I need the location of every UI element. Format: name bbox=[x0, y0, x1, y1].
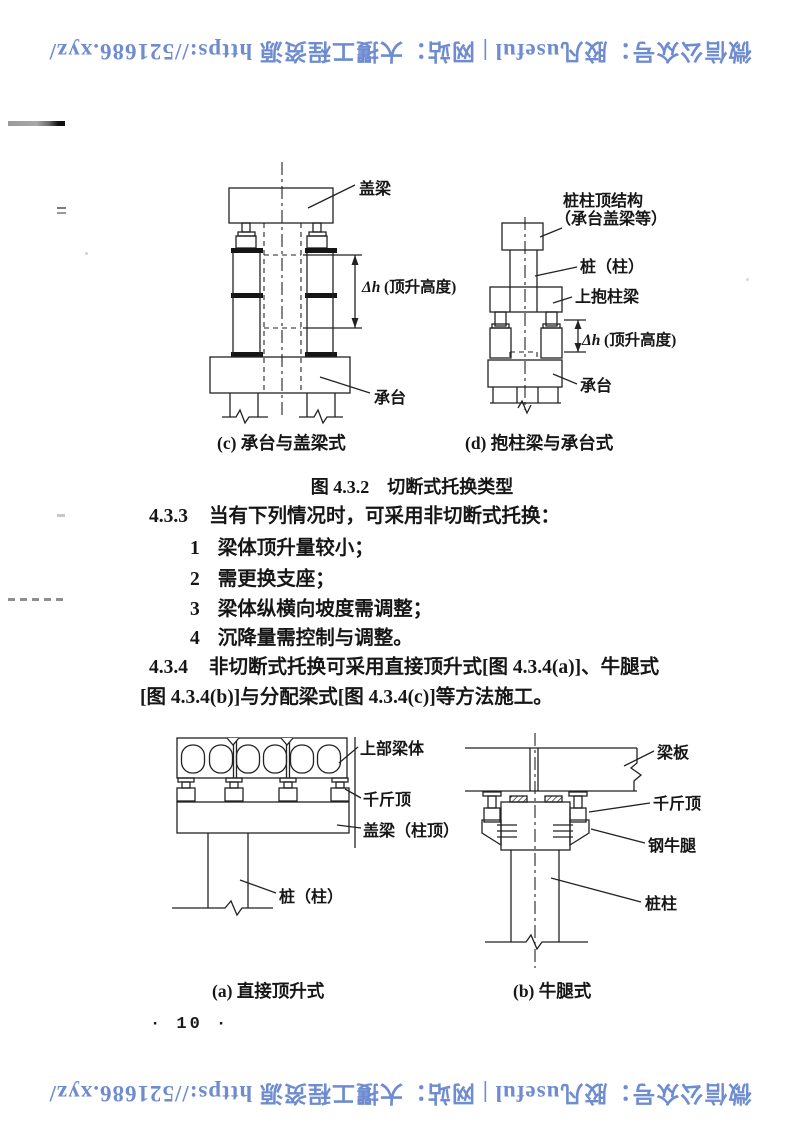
item-number: 4 bbox=[190, 628, 200, 649]
list-item: 1 梁体顶升量较小； bbox=[190, 537, 374, 561]
section-number: 4.3.4 bbox=[149, 657, 188, 678]
cap-beam-rect bbox=[228, 187, 334, 224]
upper-clamp-beam-rect bbox=[489, 286, 563, 313]
leader-line bbox=[552, 296, 573, 304]
section-text: 当有下列情况时，可采用非切断式托换： bbox=[209, 506, 561, 527]
leader-line bbox=[550, 877, 642, 903]
scan-artifact-dashes bbox=[57, 207, 66, 214]
leader-line bbox=[319, 376, 371, 394]
label-steel-corbel: 钢牛腿 bbox=[648, 836, 696, 855]
item-text: 梁体纵横向坡度需调整； bbox=[217, 599, 433, 620]
pile-top-structure-rect bbox=[501, 222, 544, 251]
diagram-c-caption: (c) 承台与盖梁式 bbox=[217, 433, 346, 453]
leader-line bbox=[336, 824, 362, 829]
leader-line bbox=[590, 828, 646, 844]
label-jack: 千斤顶 bbox=[653, 795, 701, 813]
leader-line bbox=[344, 788, 362, 799]
diagram-c-structure bbox=[209, 162, 371, 425]
item-text: 梁体顶升量较小； bbox=[217, 538, 374, 559]
section-number: 4.3.3 bbox=[149, 506, 188, 527]
page-number: · 10 · bbox=[150, 1015, 230, 1034]
item-number: 3 bbox=[190, 599, 200, 620]
label-pile: 桩（柱） bbox=[279, 887, 343, 906]
section-4-3-4-continuation: [图 4.3.4(b)]与分配梁式[图 4.3.4(c)]等方法施工。 bbox=[140, 687, 553, 708]
leader-line bbox=[588, 802, 651, 813]
pile-cap-rect bbox=[209, 356, 351, 394]
label-upper-beam: 上部梁体 bbox=[360, 739, 425, 758]
label-dh: Δh bbox=[581, 332, 600, 349]
diagram-b-caption: (b) 牛腿式 bbox=[513, 981, 592, 1001]
item-text: 需更换支座； bbox=[217, 569, 335, 590]
leader-line bbox=[552, 373, 578, 385]
diagram-d-caption: (d) 抱柱梁与承台式 bbox=[465, 433, 614, 453]
label-pile-top-structure-1: 桩柱顶结构 bbox=[563, 191, 643, 210]
label-dh-note: (顶升高度) bbox=[604, 330, 676, 349]
diagram-d-structure bbox=[487, 217, 586, 415]
item-number: 2 bbox=[190, 569, 200, 590]
item-text: 沉降量需控制与调整。 bbox=[217, 628, 413, 649]
figure-4-3-2: 盖梁 Δh (顶升高度) 承台 (c) 承台与盖梁式 bbox=[209, 162, 676, 497]
label-jack: 千斤顶 bbox=[363, 791, 411, 809]
scan-speck bbox=[85, 252, 88, 255]
diagram-a-caption: (a) 直接顶升式 bbox=[212, 981, 325, 1001]
section-text: 非切断式托换可采用直接顶升式[图 4.3.4(a)]、牛腿式 bbox=[209, 657, 660, 678]
leader-line bbox=[534, 266, 578, 277]
pile-cap-rect bbox=[487, 359, 563, 388]
list-item: 2 需更换支座； bbox=[190, 568, 335, 592]
leader-line bbox=[338, 746, 359, 764]
list-item: 3 梁体纵横向坡度需调整； bbox=[190, 598, 432, 622]
label-cap-beam: 盖梁 bbox=[359, 179, 392, 198]
figure-4-3-4: 上部梁体 千斤顶 盖梁（柱顶） 桩（柱） (a) 直接顶升式 bbox=[172, 733, 701, 1001]
label-upper-clamp-beam: 上抱柱梁 bbox=[575, 287, 640, 306]
section-4-3-4-heading: 4.3.4 非切断式托换可采用直接顶升式[图 4.3.4(a)]、牛腿式 bbox=[149, 656, 659, 680]
section-4-3-3-heading: 4.3.3 当有下列情况时，可采用非切断式托换： bbox=[149, 505, 560, 529]
label-pile-column: 桩柱 bbox=[645, 894, 677, 913]
label-pile-top-structure-2: （承台盖梁等） bbox=[555, 209, 667, 228]
label-pile-column: 桩（柱） bbox=[580, 257, 644, 276]
label-pile-cap: 承台 bbox=[374, 388, 406, 407]
label-cap-beam: 盖梁（柱顶） bbox=[363, 821, 459, 840]
cap-beam-rect bbox=[176, 801, 350, 834]
scan-artifact-bar bbox=[8, 121, 65, 126]
label-dh: Δh bbox=[361, 279, 380, 296]
diagram-a-structure bbox=[172, 737, 362, 917]
label-pile-cap: 承台 bbox=[580, 376, 612, 395]
scan-speck bbox=[746, 278, 749, 281]
item-number: 1 bbox=[190, 538, 200, 559]
leader-line bbox=[307, 184, 356, 209]
watermark-bottom: 微信公众号：胶凡useful | 网站：大攫工程资源 https://52168… bbox=[48, 1081, 752, 1106]
scan-artifact-dotted-line bbox=[8, 598, 66, 601]
leader-line bbox=[239, 879, 277, 894]
scan-artifact-mark bbox=[57, 514, 65, 517]
figure-4-3-2-caption: 图 4.3.2 切断式托换类型 bbox=[311, 476, 514, 497]
diagram-b-structure bbox=[465, 733, 655, 968]
watermark-top: 微信公众号：胶凡useful | 网站：大攫工程资源 https://52168… bbox=[48, 39, 752, 64]
upper-beam-rect bbox=[176, 737, 348, 779]
list-item: 4 沉降量需控制与调整。 bbox=[190, 627, 413, 651]
leader-line bbox=[539, 227, 563, 238]
label-dh-note: (顶升高度) bbox=[384, 277, 456, 296]
leader-line bbox=[623, 750, 655, 767]
label-beam-slab: 梁板 bbox=[656, 743, 690, 762]
